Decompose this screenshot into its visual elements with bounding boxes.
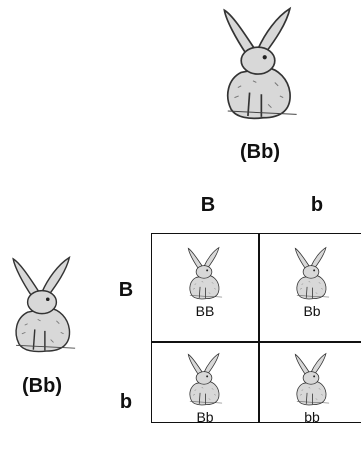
row-allele-2: b [116, 392, 136, 412]
offspring-rabbit [184, 246, 224, 301]
rabbit-icon [291, 246, 331, 301]
column-allele-2: b [307, 195, 327, 215]
punnett-cell-BB: BB [152, 238, 258, 333]
cell-genotype: Bb [259, 304, 361, 318]
row-allele-1: B [116, 280, 136, 300]
offspring-rabbit [291, 352, 331, 407]
rabbit-icon [216, 4, 300, 124]
offspring-rabbit [184, 352, 224, 407]
rabbit-icon [291, 352, 331, 407]
parent-top-genotype: (Bb) [220, 142, 300, 162]
punnett-square: BB Bb Bb bb [151, 233, 361, 423]
rabbit-icon [6, 246, 78, 364]
grid-divider-horizontal [152, 341, 361, 343]
rabbit-icon [184, 246, 224, 301]
punnett-cell-Bb-top: Bb [259, 238, 361, 333]
punnett-cell-bb: bb [259, 344, 361, 439]
rabbit-icon [184, 352, 224, 407]
parent-left-genotype: (Bb) [2, 376, 82, 396]
cell-genotype: BB [152, 304, 258, 318]
cell-genotype: bb [259, 410, 361, 424]
parent-rabbit-top [216, 4, 300, 124]
punnett-cell-Bb-bottom: Bb [152, 344, 258, 439]
column-allele-1: B [198, 195, 218, 215]
offspring-rabbit [291, 246, 331, 301]
cell-genotype: Bb [152, 410, 258, 424]
parent-rabbit-left [6, 246, 78, 364]
